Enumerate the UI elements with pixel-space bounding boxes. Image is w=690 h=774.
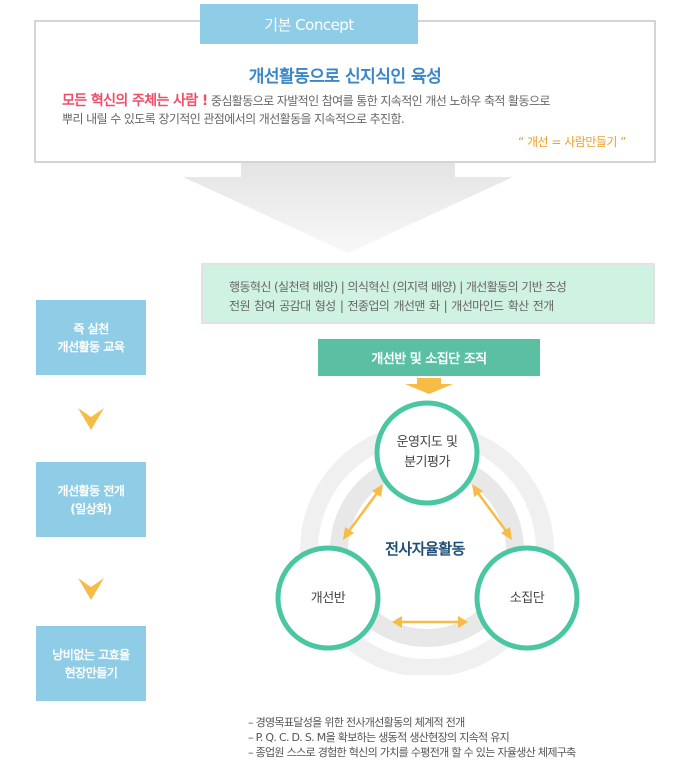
note-item: – 경영목표달성을 위한 전사개선활동의 체계적 전개 (248, 716, 465, 729)
organization-bar: 개선반 및 소집단 조직 (318, 339, 540, 376)
down-arrow-icon (405, 378, 453, 394)
step-box-line: 현장만들기 (64, 665, 118, 680)
innovation-summary-row2: 전원 참여 공감대 형성 | 전종업의 개선맨 화 | 개선마인드 확산 전개 (229, 299, 554, 313)
step-box-line: 즉 실천 (73, 321, 109, 336)
chevron-down-icon (78, 578, 104, 600)
innovation-summary-box: 행동혁신 (실천력 배양) | 의식혁신 (의지력 배양) | 개선활동의 기반… (201, 263, 655, 324)
notes-list: – 경영목표달성을 위한 전사개선활동의 체계적 전개 – P. Q. C. D… (248, 715, 576, 760)
concept-description: 모든 혁신의 주체는 사람 ! 중심활동으로 자발적인 참여를 통한 지속적인 … (62, 92, 642, 128)
step-box-line: (일상화) (70, 501, 112, 516)
cycle-label-top-line1: 운영지도 및 (396, 435, 458, 450)
cycle-label-top-line2: 분기평가 (404, 455, 450, 470)
concept-tab: 기본 Concept (200, 4, 418, 44)
cycle-label-left: 개선반 (310, 591, 346, 606)
step-box-line: 개선활동 전개 (57, 483, 125, 498)
step-box-line: 개선활동 교육 (57, 339, 125, 354)
double-arrow-icon (343, 484, 383, 540)
innovation-summary-row1: 행동혁신 (실천력 배양) | 의식혁신 (의지력 배양) | 개선활동의 기반… (229, 280, 567, 294)
concept-quote: “ 개선 = 사람만들기 ” (517, 135, 627, 149)
big-down-arrow-icon (183, 163, 513, 253)
double-arrow-icon (392, 616, 468, 628)
cycle-node-left (275, 545, 381, 651)
chevron-down-icon (78, 408, 104, 430)
cycle-center-label: 전사자율활동 (385, 540, 465, 558)
cycle-node-right (474, 545, 580, 651)
concept-body-line1: 중심활동으로 자발적인 참여를 통한 지속적인 개선 노하우 축적 활동으로 (207, 94, 551, 108)
concept-title: 개선활동으로 신지식인 육성 (248, 67, 442, 87)
cycle-label-right: 소집단 (509, 591, 545, 606)
step-box-routine: 개선활동 전개 (일상화) (36, 462, 146, 537)
cycle-node-top (374, 400, 480, 506)
cycle-label-top: 운영지도 및 분기평가 (377, 433, 477, 473)
concept-body-line2: 뿌리 내릴 수 있도록 장기적인 관점에서의 개선활동을 지속적으로 추진함. (62, 112, 405, 126)
double-arrow-icon (472, 484, 512, 540)
step-box-line: 낭비없는 고효율 (52, 647, 130, 662)
cycle-diagram (275, 400, 580, 675)
note-item: – 종업원 스스로 경험한 혁신의 가치를 수평전개 할 수 있는 자율생산 체… (248, 746, 576, 759)
note-item: – P. Q. C. D. S. M을 확보하는 생동적 생산현장의 지속적 유… (248, 731, 510, 744)
concept-highlight: 모든 혁신의 주체는 사람 ! (62, 93, 208, 109)
